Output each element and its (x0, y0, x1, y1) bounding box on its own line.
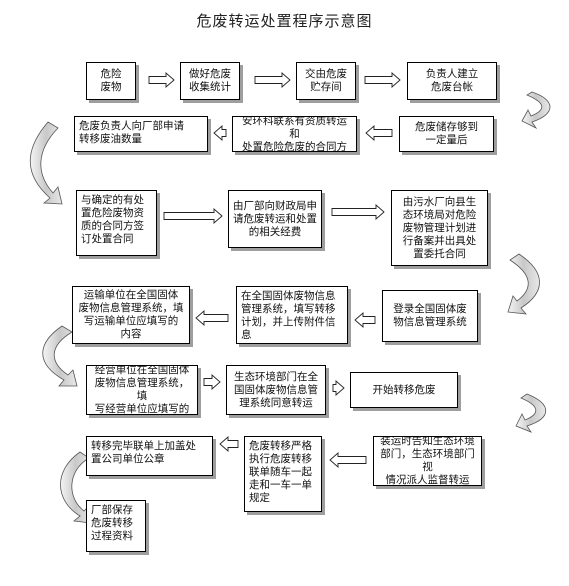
arrow-11-12 (354, 312, 376, 328)
arrow-15-16 (332, 380, 345, 396)
step-archive-records: 厂部保存 危废转移 过程资料 (86, 500, 146, 552)
arrow-12-13 (195, 310, 229, 326)
step-collection-statistics: 做好危废 收集统计 (180, 62, 240, 100)
step-follow-manifest: 危废转移严格 执行危废转移 联单随车一起 走和一车一单 规定 (244, 436, 322, 512)
step-storage-threshold: 危废储存够到 一定量后 (399, 116, 494, 152)
step-contact-contractor: 安环科联系有资质转运和 处置危险危废的合同方 (232, 116, 357, 152)
arrow-6-7 (213, 125, 227, 141)
arrow-1-2 (148, 72, 175, 88)
step-start-transfer: 开始转移危废 (350, 372, 458, 408)
curve-arrow-row2-row3 (29, 121, 63, 205)
step-hazardous-waste: 危险 废物 (86, 62, 136, 100)
curve-arrow-row3-row4 (507, 253, 540, 315)
step-eco-approval: 生态环境部门在全 国固体废物信息管 理系统同意转运 (226, 365, 326, 415)
arrow-3-4 (364, 72, 401, 88)
step-operating-unit-fill: 经营单位在全国固体 废物信息管理系统，填 写经营单位应填写的 (86, 365, 198, 415)
arrow-9-10 (331, 204, 385, 220)
step-ledger: 负责人建立 危废台帐 (407, 62, 497, 100)
step-sign-contract: 与确定的有处 置危险废物资 质的合同方签 订处置合同 (76, 190, 157, 256)
arrow-14-15 (203, 374, 221, 390)
step-record-filing: 由污水厂向县生 态环境局对危险 废物管理计划进 行备案并出具处 置委托合同 (391, 190, 488, 266)
step-transport-unit-fill: 运输单位在全国固体 废物信息管理系统，填 写运输单位应填写的 内容 (72, 286, 190, 344)
arrow-17-18 (329, 452, 367, 468)
step-apply-transfer-quantity: 危废负责人向厂部申请 转移废油数量 (74, 116, 208, 152)
arrow-2-3 (254, 72, 291, 88)
curve-arrow-row5-row6 (515, 393, 546, 433)
step-storage-room: 交由危废 贮存间 (296, 62, 356, 100)
diagram-title: 危废转运处置程序示意图 (196, 12, 373, 30)
arrow-8-9 (163, 208, 223, 224)
arrow-5-6 (365, 125, 393, 141)
step-apply-funding: 由厂部向财政局申 请危废转运和处置 的相关经费 (228, 190, 322, 248)
step-notify-supervision: 装运时告知生态环境 部门，生态环境部门视 情况派人监督转运 (373, 436, 482, 486)
step-login-system: 登录全国固体废 物信息管理系统 (382, 290, 478, 342)
curve-arrow-row1-row2 (521, 91, 551, 130)
step-stamp-manifest: 转移完毕联单上加盖处 置公司单位公章 (86, 436, 213, 476)
step-fill-transfer-plan: 在全国固体废物信息 管理系统，填写转移 计划，并上传附件信 息 (236, 286, 348, 344)
arrow-18-19 (219, 436, 239, 452)
curve-arrow-row4-row5 (42, 325, 78, 387)
